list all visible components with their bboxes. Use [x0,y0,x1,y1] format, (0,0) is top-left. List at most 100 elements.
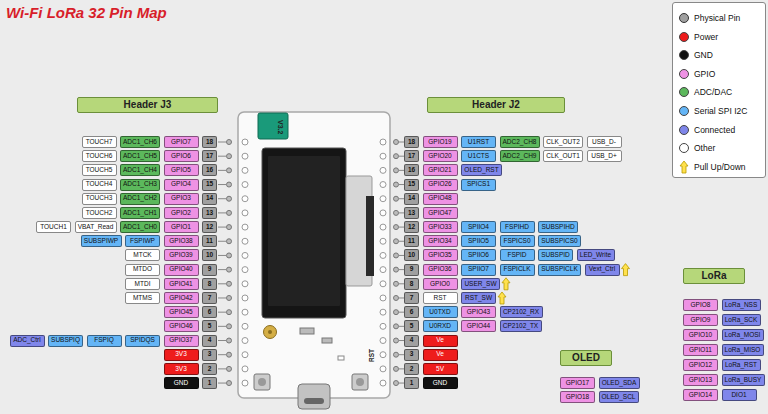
board-hole [242,252,248,258]
pin-number: 16 [202,164,217,176]
pin-dot [227,295,232,300]
node-text: GPIO43 [467,309,490,316]
pin-dot [227,366,232,371]
gpio-box: GPIO6 [164,150,199,162]
pin-dot [394,196,399,201]
board-label: RST [368,349,375,362]
pin-leader [218,269,226,270]
board-hole [242,380,248,386]
gpio-box: GPIO10 [683,329,718,341]
serial-box: FSPIQ [87,335,122,347]
legend-row: GPIO [679,67,715,81]
pull-arrow [622,264,630,276]
node-text: MTDO [133,266,152,273]
node-text: GPIO13 [689,377,712,384]
connected-box: LoRa_MOSI [722,329,764,341]
node-text: GPIO46 [169,323,192,330]
pin-dot [394,154,399,159]
board-hole [380,366,386,372]
pin-number: 10 [404,249,419,261]
pin-number: 17 [202,150,217,162]
other-box: VBAT_Read [75,221,117,233]
other-box: TOUCH1 [36,221,71,233]
connected-box: CP2102_RX [500,306,543,318]
connected-box: ADC_Ctrl [10,335,45,347]
node-text: 1 [410,380,414,387]
power-box: 3V3 [164,363,199,375]
node-text: GPIO41 [169,281,192,288]
node-text: GPIO26 [428,181,451,188]
gpio-box: GPIO40 [164,264,199,276]
pin-dot [227,281,232,286]
pin-dot [394,366,399,371]
board-hole [380,380,386,386]
gpio-box: GPIO14 [683,389,718,401]
serial-box: SUBSPICLK [538,264,581,276]
node-text: GPIO45 [169,309,192,316]
pin-number: 2 [202,363,217,375]
node-text: FSPIHD [505,224,529,231]
gpio-box: GPIO12 [683,359,718,371]
board-hole [242,366,248,372]
pin-leader [218,368,226,369]
gpio-box: GPIO45 [164,306,199,318]
pin-dot [394,267,399,272]
node-text: 16 [206,167,213,174]
legend-swatch [679,32,689,42]
node-text: GPIO4 [171,181,191,188]
legend-text: Pull Up/Down [694,162,746,172]
serial-box: FSPICS0 [500,235,535,247]
other-box: TOUCH7 [82,136,117,148]
node-text: LoRa_NSS [725,302,758,309]
pin-number: 8 [404,278,419,290]
node-text: CLK_OUT1 [546,153,580,160]
gpio-box: GPIO38 [164,235,199,247]
adc-box: ADC1_CH1 [120,207,160,219]
node-text: LoRa_MISO [725,347,761,354]
pin-number: 9 [404,264,419,276]
node-text: GPIO36 [428,266,451,273]
node-text: GPIO19 [428,139,451,146]
node-text: 8 [208,281,212,288]
node-text: SUBSPICS0 [541,238,578,245]
node-text: 10 [408,252,415,259]
pin-dot [227,182,232,187]
serial-box: SUBSPICS0 [538,235,581,247]
connected-box: LED_Write [577,249,615,261]
node-text: VBAT_Read [78,224,114,231]
serial-box: SPICS1 [461,179,496,191]
node-text: 7 [410,295,414,302]
node-text: 3V3 [175,351,187,358]
node-text: OLED [572,353,600,363]
oled-screen [268,156,340,306]
pin-number: 18 [202,136,217,148]
pin-number: 10 [202,249,217,261]
adc-box: ADC2_CH8 [500,136,540,148]
node-text: GPIO11 [689,347,712,354]
node-text: Header J2 [472,100,520,110]
pin-leader [218,184,226,185]
pin-dot [394,253,399,258]
serial-box: U1CTS [461,150,496,162]
node-text: GPIO21 [428,167,451,174]
serial-box: U1RST [461,136,496,148]
node-text: ADC1_CH1 [123,210,157,217]
pin-dot [394,182,399,187]
serial-box: FSPID [500,249,535,261]
power-box: Ve [423,335,458,347]
connected-box: DIO1 [722,389,757,401]
board-hole [242,210,248,216]
gpio-box: GPIO47 [423,207,458,219]
ipex-center [268,330,272,334]
pin-dot [227,140,232,145]
header-banner: OLED [560,350,612,366]
gpio-box: GPIO17 [560,377,595,389]
legend-text: Serial SPI I2C [694,106,747,116]
node-text: GPIO37 [169,337,192,344]
node-text: 12 [206,224,213,231]
serial-box: SPIIO6 [461,249,496,261]
node-text: 18 [408,139,415,146]
serial-box: U0RXD [423,320,458,332]
node-text: GPIO5 [171,167,191,174]
node-text: GPIO7 [171,139,191,146]
